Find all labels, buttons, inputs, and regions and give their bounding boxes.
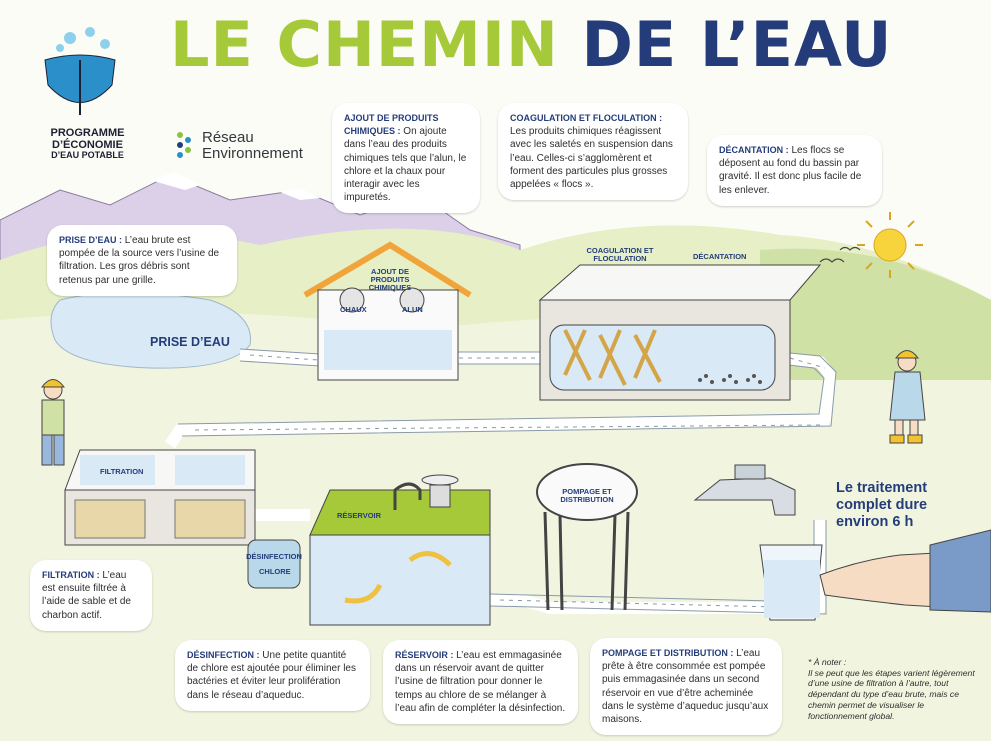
bubble-coagulation: Coagulation et floculation : Les produit… <box>498 103 688 200</box>
label-decantation: DÉCANTATION <box>693 253 746 261</box>
logo-line-3: D’EAU POTABLE <box>30 151 145 160</box>
partner-line-1: Réseau <box>202 130 303 146</box>
bubble-heading: Décantation : <box>719 145 789 155</box>
total-duration: Le traitement complet dure environ 6 h <box>836 480 956 531</box>
bubble-heading: Prise d’eau : <box>59 235 122 245</box>
label-prise-eau: PRISE D’EAU <box>150 336 230 349</box>
logo-line-1: PROGRAMME <box>30 128 145 140</box>
label-ajout: AJOUT DE PRODUITS CHIMIQUES <box>355 268 425 292</box>
label-filtration: FILTRATION <box>100 468 143 476</box>
bubble-prise-eau: Prise d’eau : L’eau brute est pompée de … <box>47 225 237 296</box>
bubble-heading: Pompage et distribution : <box>602 648 733 658</box>
bubble-text: Les produits chimiques réagissent avec l… <box>510 126 673 190</box>
footnote: * À noter : Il se peut que les étapes va… <box>808 657 983 721</box>
page-title: LE CHEMIN DE L’EAU <box>170 14 892 76</box>
label-chaux: CHAUX <box>340 306 367 314</box>
bubble-heading: Désinfection : <box>187 650 260 660</box>
label-coagulation: COAGULATION ET FLOCULATION <box>580 247 660 263</box>
bubble-filtration: Filtration : L’eau est ensuite filtrée à… <box>30 560 152 631</box>
partner-logo-text: Réseau Environnement <box>202 130 303 162</box>
bubble-heading: Réservoir : <box>395 650 453 660</box>
bubble-ajout-produits: Ajout de produits chimiques : On ajoute … <box>332 103 480 213</box>
bubble-heading: Filtration : <box>42 570 100 580</box>
footnote-text: Il se peut que les étapes varient légère… <box>808 668 983 722</box>
label-desinfection: DÉSINFECTION <box>246 553 302 561</box>
label-pompage: POMPAGE ET DISTRIBUTION <box>557 488 617 504</box>
title-part-1: LE CHEMIN <box>170 8 559 81</box>
partner-line-2: Environnement <box>202 146 303 162</box>
bubble-text: On ajoute dans l’eau des produits chimiq… <box>344 126 466 203</box>
footnote-heading: * À noter : <box>808 657 983 668</box>
program-logo-text: PROGRAMME D’ÉCONOMIE D’EAU POTABLE <box>30 128 145 161</box>
label-reservoir: RÉSERVOIR <box>337 512 381 520</box>
bubble-reservoir: Réservoir : L’eau est emmagasinée dans u… <box>383 640 578 724</box>
bubble-pompage: Pompage et distribution : L’eau prête à … <box>590 638 782 735</box>
title-part-2: DE L’EAU <box>581 8 892 81</box>
label-alun: ALUN <box>402 306 423 314</box>
bubble-desinfection: Désinfection : Une petite quantité de ch… <box>175 640 370 711</box>
bubble-text: L’eau prête à être consommée est pompée … <box>602 648 768 725</box>
bubble-heading: Coagulation et floculation : <box>510 113 662 123</box>
bubble-decantation: Décantation : Les flocs se déposent au f… <box>707 135 882 206</box>
label-chlore: CHLORE <box>259 568 291 576</box>
